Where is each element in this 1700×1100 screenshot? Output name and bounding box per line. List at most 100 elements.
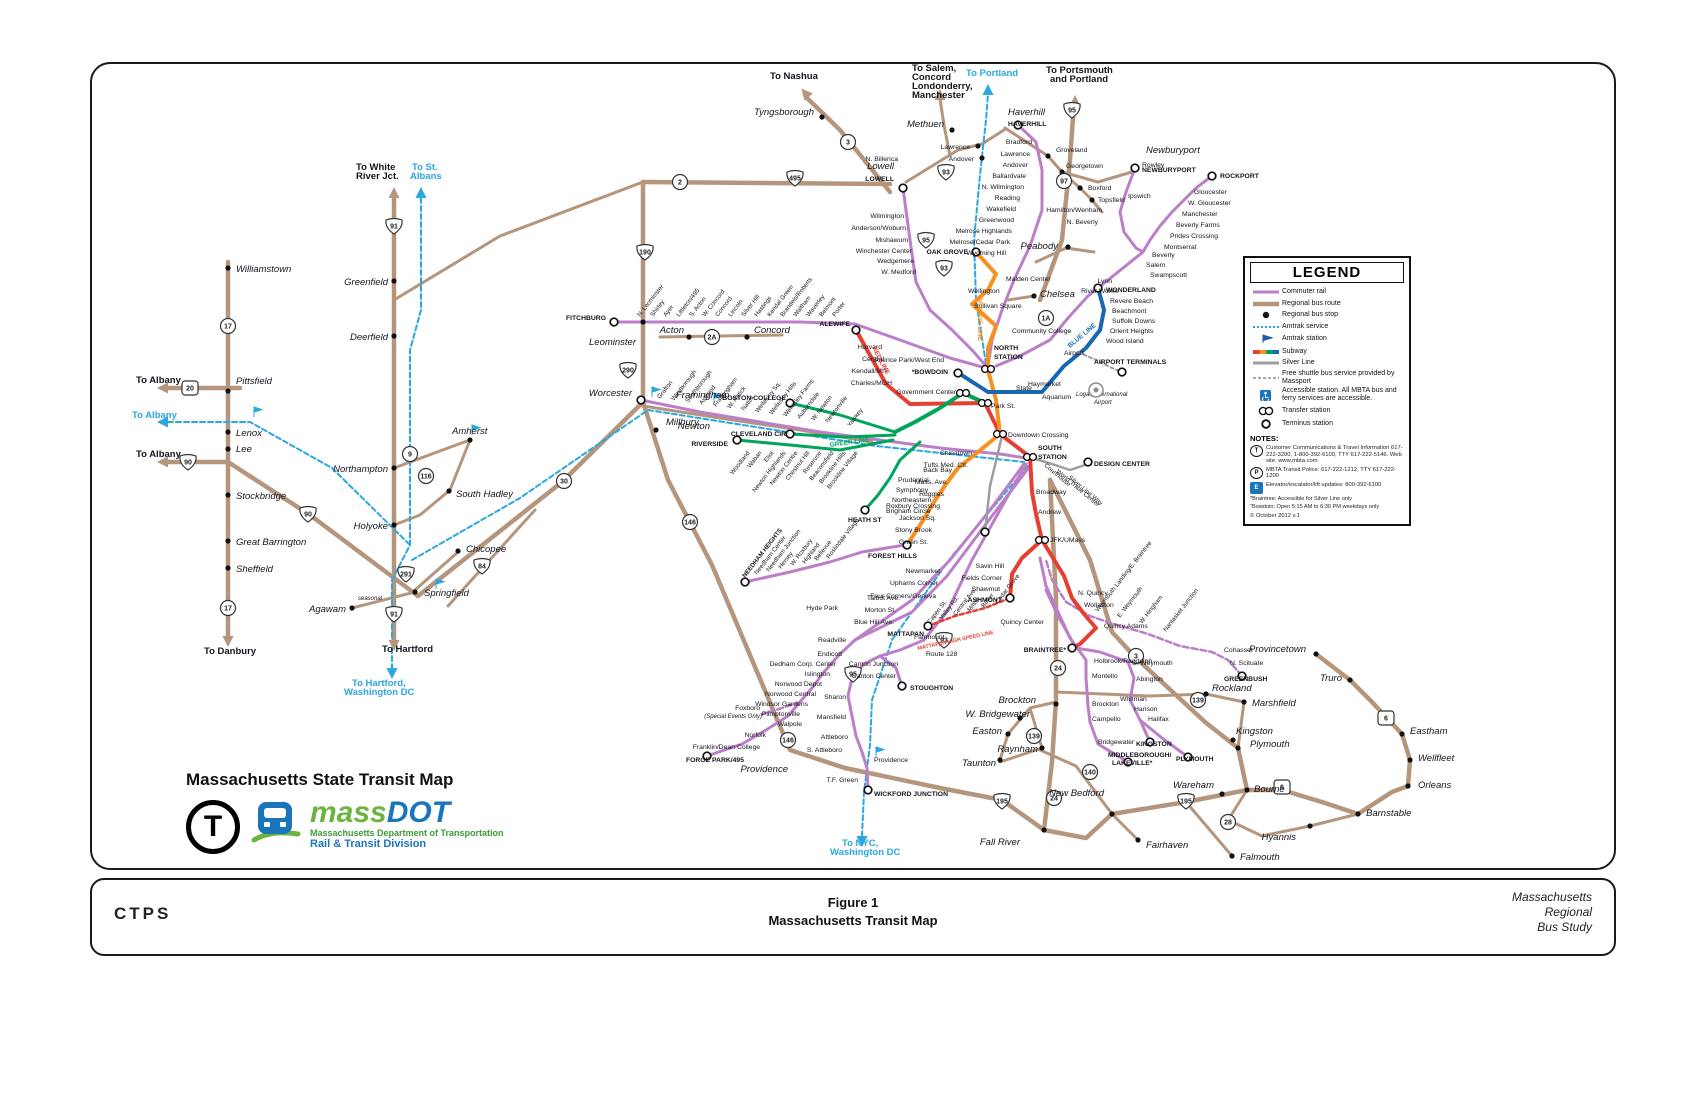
route-shield-number: 6 [1280,785,1284,792]
map-label: WONDERLAND [1106,287,1156,294]
legend-item-amtrak-service: Amtrak service [1250,322,1404,332]
map-label: Airport [1064,350,1084,357]
map-label: Albans [410,171,442,182]
map-label: DESIGN CENTER [1094,461,1150,468]
bus-stop [225,388,231,394]
map-label: AIRPORT TERMINALS [1094,359,1167,366]
bus-stop [1230,737,1236,743]
transit-line [1077,351,1123,373]
direction-arrow [801,88,813,101]
transit-line [901,186,988,368]
map-label: Downtown Crossing [1008,432,1069,439]
route-shield-number: 93 [940,266,948,273]
transit-line [1110,812,1140,842]
map-label: Shawmut [972,586,1000,593]
map-label: Raynham [997,744,1038,755]
transfer-station [998,429,1008,439]
transit-line [640,399,848,771]
route-shield [844,665,862,683]
map-label: Manchester [912,90,965,101]
map-label: S. Weymouth [1132,660,1173,667]
route-shield [1063,101,1081,119]
bus-stop [686,334,692,340]
terminus-station [1005,593,1015,603]
map-label: Lenox [236,428,263,439]
map-label: Manchester [1182,211,1218,218]
transit-line [446,508,537,608]
bus-stop [1005,731,1011,737]
map-label: *BOWDOIN [912,369,948,376]
map-label: MIDDLEBOROUGH/ [1108,752,1172,759]
map-label: Bradford [1006,139,1032,146]
bus-stop [455,548,461,554]
bus-stop [446,488,452,494]
transfer-station [1040,535,1050,545]
legend-item-silver-line: Silver Line [1250,358,1404,368]
amtrak-station-flag [713,392,724,403]
map-label: Deerfield [350,332,389,343]
map-label: Charles/MGH [851,380,892,387]
terminus-station [636,395,646,405]
map-label: Sheffield [236,564,274,575]
transit-line [743,543,907,584]
map-label: To Nashua [770,71,819,82]
map-label: Rockland [1212,683,1252,694]
bus-stop [640,319,646,325]
map-label: Brockton [999,695,1037,706]
map-label: Malden Center [1006,276,1051,283]
terminus-station [980,527,990,537]
map-label: Framingham [676,390,729,401]
route-shield-number: 90 [184,460,192,467]
map-label: Government Center [896,389,956,396]
map-label: Franklin/Dean College [693,744,760,751]
map-label: Dedham Corp. Center [770,661,837,668]
route-shield [681,513,699,531]
map-label: Peabody [1020,241,1059,252]
map-label: Plimptonville [762,711,800,718]
terminus-station [785,429,795,439]
map-label: Marshfield [1252,698,1297,709]
map-label: Tyngsborough [754,107,814,118]
map-title: Massachusetts State Transit Map [186,770,454,789]
map-label: Wollaston [1084,602,1114,609]
transit-line [1041,477,1059,833]
terminus-station [1123,757,1133,767]
legend-item-terminus-station: Terminus station [1250,418,1404,430]
map-label: Wakefield [986,206,1016,213]
route-shield-number: 95 [922,238,930,245]
map-label: Sharon [824,694,846,701]
bus-stop [1017,715,1023,721]
massdot-dot: DOT [386,796,451,829]
bus-stop [997,757,1003,763]
map-label: To Danbury [204,646,257,657]
mbta-t-logo-icon: T [186,800,240,854]
route-shield-number: 93 [942,170,950,177]
map-label: Worcester [589,388,633,399]
map-label: LAKEVILLE* [1112,760,1153,767]
map-label: Four Corners/Geneva [870,593,936,600]
map-label: Holyoke [354,521,388,532]
route-shield-number: 30 [560,479,568,486]
bus-stop [1219,791,1225,797]
map-label: Savin Hill [976,563,1005,570]
map-label: Montello [1092,673,1118,680]
bus-stop [225,565,231,571]
terminus-station [702,751,712,761]
map-label: Leominster [589,337,637,348]
map-label: Fairmount [914,634,945,641]
t-logo-icon: T [1250,445,1263,457]
terminus-station [902,540,912,550]
bus-stop [1307,823,1313,829]
map-label: Lee [236,444,252,455]
legend-notes-title: NOTES: [1250,434,1279,443]
bus-stop [1109,811,1115,817]
map-label: STATION [994,354,1023,361]
map-label: Hyde Park [806,605,838,612]
terminus-station [1207,171,1217,181]
map-label: N. Billerica [866,156,899,163]
direction-arrow [388,640,400,651]
map-label: Wood Island [1106,338,1144,345]
terminus-station [1083,457,1093,467]
transit-line [735,438,895,452]
